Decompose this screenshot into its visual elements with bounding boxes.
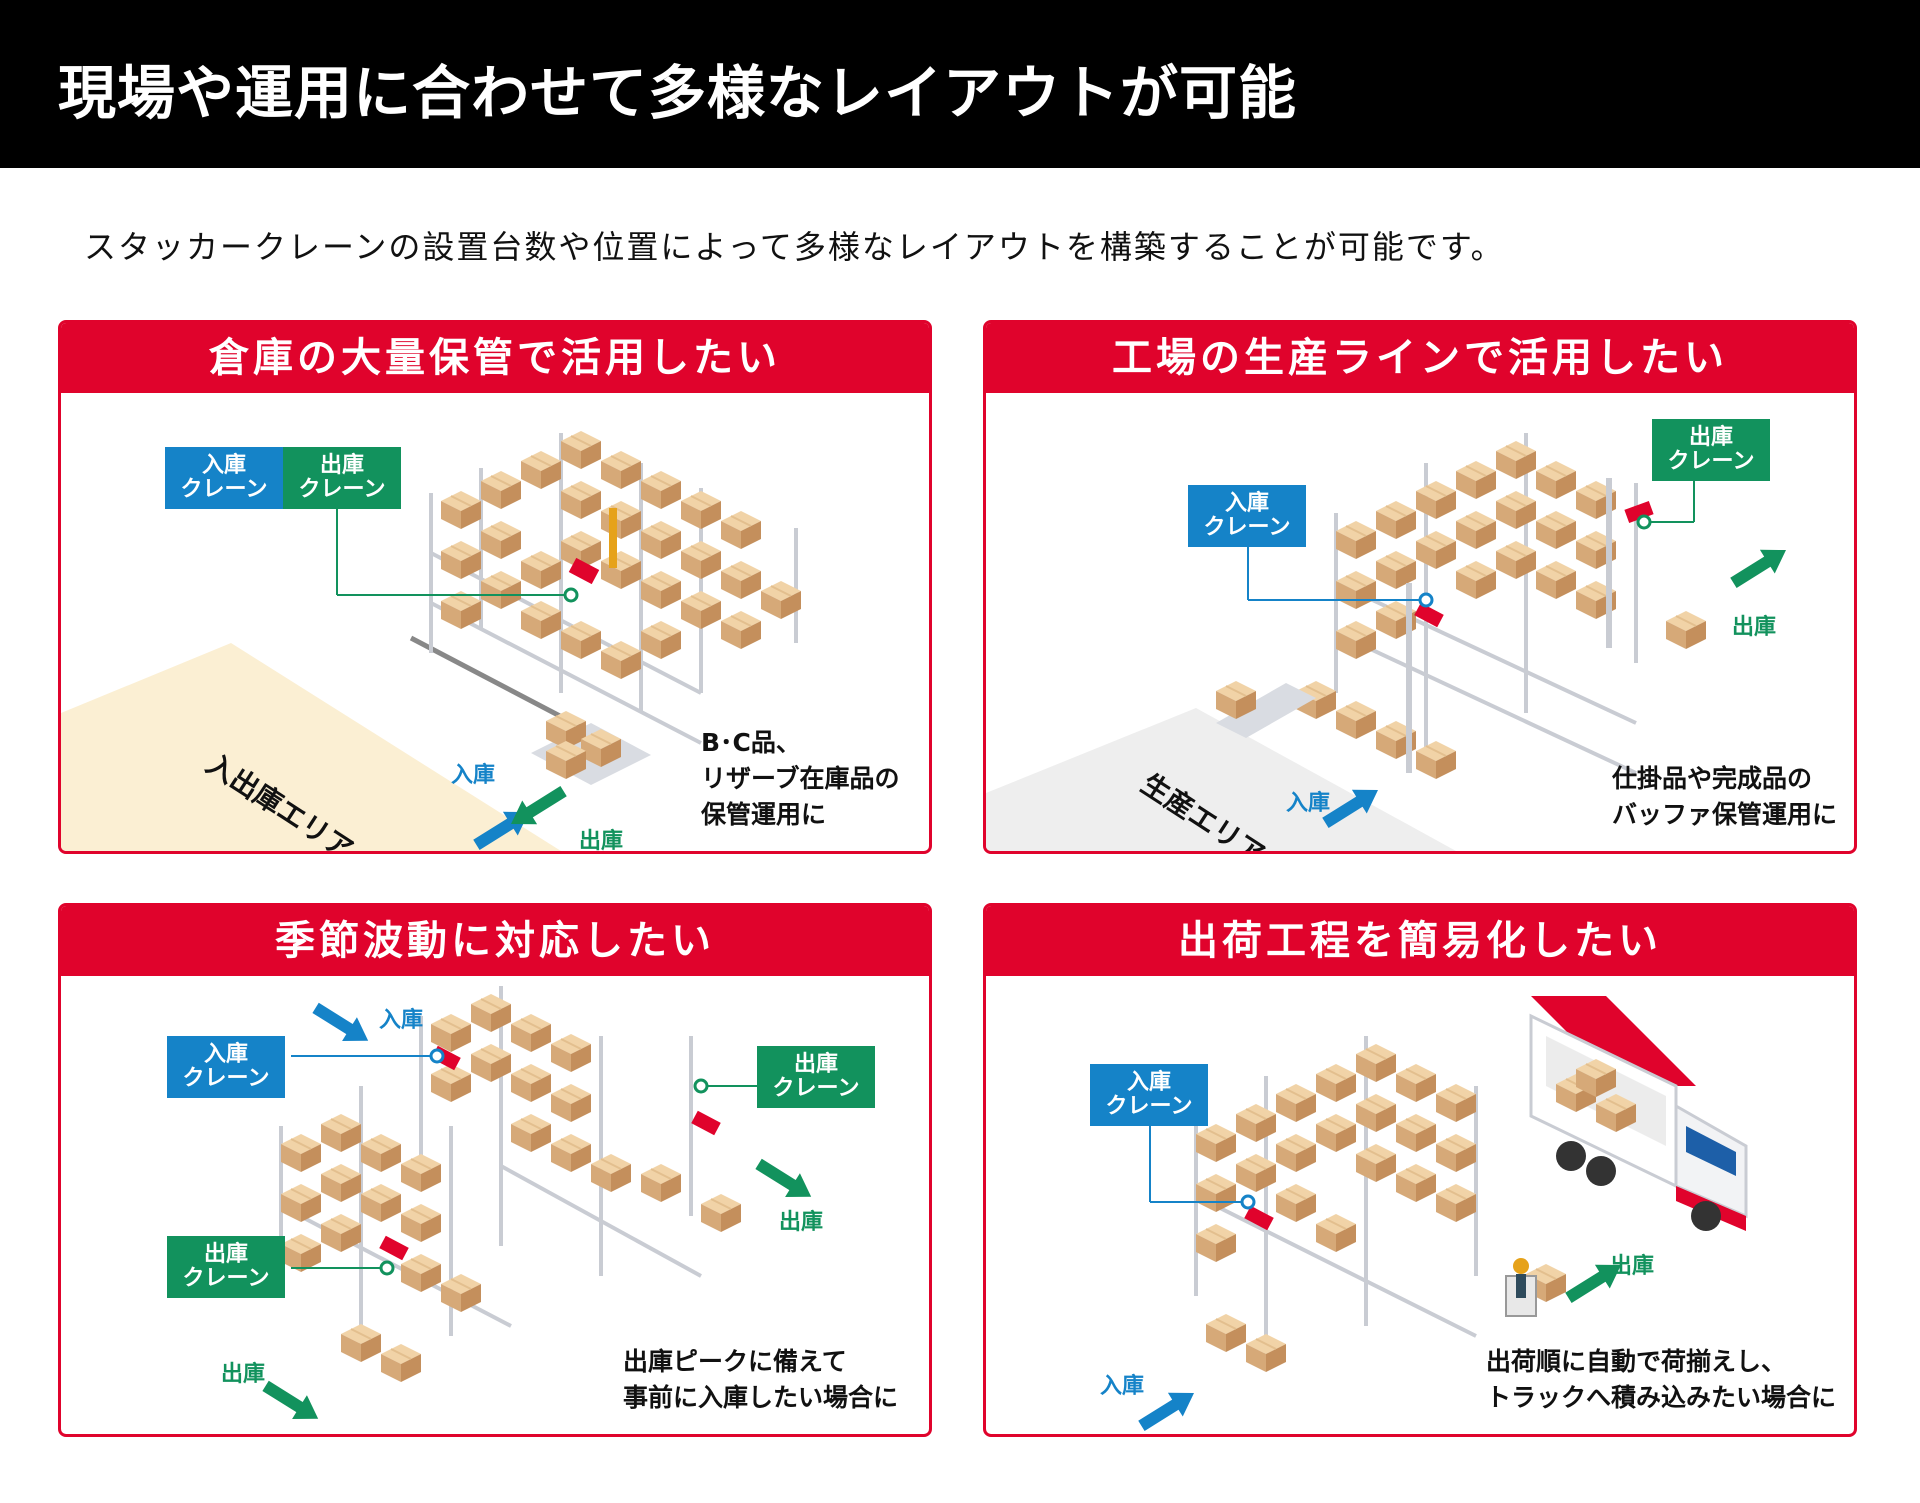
crane-carriage	[1244, 1205, 1274, 1231]
panel-header: 出荷工程を簡易化したい	[986, 906, 1854, 976]
outbound-crane-tag-top: 出庫クレーン	[757, 1046, 875, 1108]
outbound-crane-tag: 出庫クレーン	[1652, 419, 1770, 481]
outbound-label: 出庫	[1610, 1254, 1655, 1279]
panel-caption: 仕掛品や完成品のバッファ保管運用に	[1612, 764, 1838, 829]
panel-caption: 出庫ピークに備えて事前に入庫したい場合に	[623, 1347, 899, 1412]
inbound-crane-tag: 入庫クレーン	[165, 447, 283, 509]
arrow-outbound-right	[751, 1152, 819, 1209]
truck	[1529, 996, 1748, 1231]
conveyor	[1216, 683, 1316, 738]
inbound-crane-tag: 入庫クレーン	[167, 1036, 285, 1098]
arrow-outbound	[1726, 538, 1794, 595]
warehouse-illustration	[61, 430, 802, 851]
inbound-label: 入庫	[1286, 791, 1331, 816]
lead-text: スタッカークレーンの設置台数や位置によって多様なレイアウトを構築することが可能で…	[84, 228, 1505, 266]
arrow-inbound	[308, 996, 376, 1053]
box-stack	[440, 430, 802, 680]
seasonal-illustration	[258, 986, 819, 1431]
panel-title: 出荷工程を簡易化したい	[1178, 918, 1662, 964]
outbound-label: 出庫	[579, 829, 624, 854]
crane-carriage	[568, 557, 600, 585]
outbound-label-right: 出庫	[779, 1210, 824, 1235]
crane-mast	[1406, 583, 1412, 773]
arrow-outbound-bottom	[258, 1374, 326, 1431]
panel-caption: 出荷順に自動で荷揃えし、トラックへ積み込みたい場合に	[1486, 1347, 1837, 1412]
panel-shipping: 出荷工程を簡易化したい	[983, 903, 1857, 1437]
forklift	[1505, 1258, 1537, 1317]
outbound-crane-tag-bottom: 出庫クレーン	[167, 1236, 285, 1298]
page-title: 現場や運用に合わせて多様なレイアウトが可能	[58, 59, 1298, 127]
panel-header: 工場の生産ラインで活用したい	[986, 323, 1854, 393]
page-header: 現場や運用に合わせて多様なレイアウトが可能	[0, 0, 1920, 168]
inbound-crane-tag: 入庫クレーン	[1090, 1064, 1208, 1126]
inbound-label: 入庫	[379, 1008, 424, 1033]
crane-carriage	[1414, 602, 1444, 628]
panel-header: 季節波動に対応したい	[61, 906, 929, 976]
panel-header: 倉庫の大量保管で活用したい	[61, 323, 929, 393]
crane-mast	[1606, 478, 1612, 648]
inbound-crane-tag: 入庫クレーン	[1188, 485, 1306, 547]
factory-illustration	[986, 433, 1794, 851]
area-floor	[61, 643, 561, 851]
crane-carriage	[691, 1110, 721, 1136]
outbound-label: 出庫	[1732, 615, 1777, 640]
box-stack	[1295, 440, 1707, 780]
panel-title: 倉庫の大量保管で活用したい	[209, 335, 781, 381]
panel-title: 工場の生産ラインで活用したい	[1112, 335, 1728, 381]
arrow-inbound	[1134, 1381, 1202, 1434]
panel-caption: B･C品、リザーブ在庫品の保管運用に	[701, 728, 900, 829]
outbound-label-bottom: 出庫	[221, 1362, 266, 1387]
inbound-label: 入庫	[1100, 1374, 1145, 1399]
inbound-label: 入庫	[451, 763, 496, 788]
crane-mast	[609, 508, 617, 568]
panel-factory: 工場の生産ラインで活用したい 入庫クレーン 出	[983, 320, 1857, 854]
outbound-crane-tag: 出庫クレーン	[283, 447, 401, 509]
panel-warehouse: 倉庫の大量保管で活用したい 入庫クレーン 出	[58, 320, 932, 854]
panel-title: 季節波動に対応したい	[275, 918, 715, 964]
crane-carriage	[1624, 500, 1654, 524]
crane-carriage	[379, 1235, 409, 1261]
shipping-illustration	[1134, 996, 1748, 1434]
panel-seasonal: 季節波動に対応したい 入庫クレーン	[58, 903, 932, 1437]
